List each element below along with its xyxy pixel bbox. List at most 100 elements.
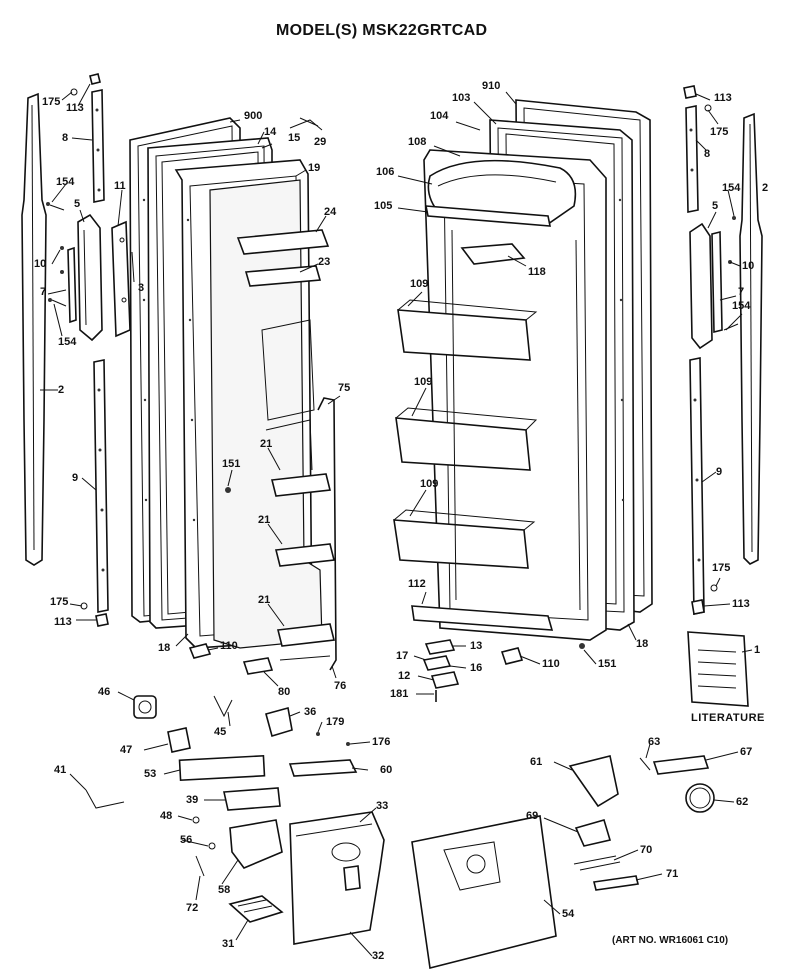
callout-label: 113 — [54, 616, 72, 628]
callout-label: 58 — [218, 884, 231, 896]
callout-label: 12 — [398, 670, 411, 682]
callout-label: 179 — [326, 716, 345, 728]
callout-label: 69 — [526, 810, 539, 822]
callout-label: 2 — [762, 182, 769, 194]
callout-label: 24 — [324, 206, 337, 218]
callout-label: 76 — [334, 680, 347, 692]
callout-label: 104 — [430, 110, 449, 122]
callout-label: 105 — [374, 200, 393, 212]
literature-label: LITERATURE — [691, 712, 765, 724]
literature-booklet-1 — [687, 631, 749, 707]
callout-label: 32 — [372, 950, 385, 962]
callout-label: 48 — [160, 810, 173, 822]
callout-label: 181 — [390, 688, 409, 700]
callout-label: 21 — [258, 594, 271, 606]
callout-label: 21 — [258, 514, 271, 526]
callout-label: 118 — [528, 266, 546, 278]
callout-label: 108 — [408, 136, 427, 148]
dispenser-parts — [85, 695, 715, 969]
callout-label: 39 — [186, 794, 199, 806]
callout-label: 7 — [40, 286, 47, 298]
callout-label: 70 — [640, 844, 653, 856]
callout-label: 110 — [220, 640, 238, 652]
callout-label: 18 — [636, 638, 649, 650]
callout-label: 113 — [732, 598, 750, 610]
callout-label: 46 — [98, 686, 111, 698]
callout-label: 15 — [288, 132, 301, 144]
callout-label: 176 — [372, 736, 391, 748]
callout-label: 8 — [704, 148, 711, 160]
callout-label: 63 — [648, 736, 661, 748]
callout-label: 62 — [736, 796, 749, 808]
left-handle-bar-8 — [70, 73, 105, 203]
callout-label: 16 — [470, 662, 483, 674]
callout-label: 9 — [72, 472, 79, 484]
callout-label: 45 — [214, 726, 227, 738]
callout-label: 154 — [722, 182, 741, 194]
callout-label: 113 — [66, 102, 84, 114]
callout-label: 53 — [144, 768, 157, 780]
callout-label: 175 — [712, 562, 731, 574]
callout-label: 110 — [542, 658, 560, 670]
callout-label: 151 — [598, 658, 617, 670]
freezer-door-assembly — [129, 117, 337, 675]
callout-label: 9 — [716, 466, 723, 478]
callout-label: 72 — [186, 902, 199, 914]
callout-label: 33 — [376, 800, 389, 812]
callout-label: 113 — [714, 92, 732, 104]
callout-label: 56 — [180, 834, 193, 846]
callout-label: 10 — [34, 258, 47, 270]
callout-label: 29 — [314, 136, 327, 148]
art-number: (ART NO. WR16061 C10) — [612, 935, 729, 946]
callout-label: 17 — [396, 650, 409, 662]
callout-label: 103 — [452, 92, 471, 104]
callout-label: 19 — [308, 162, 321, 174]
page-title: MODEL(S) MSK22GRTCAD — [276, 22, 488, 39]
callout-label: 154 — [732, 300, 751, 312]
callout-label: 80 — [278, 686, 291, 698]
callout-label: 18 — [158, 642, 171, 654]
callout-label: 910 — [482, 80, 501, 92]
right-door-trims — [683, 85, 763, 615]
callout-label: 106 — [376, 166, 395, 178]
callout-label: 5 — [74, 198, 81, 210]
callout-label: 154 — [58, 336, 77, 348]
callout-label: 154 — [56, 176, 75, 188]
callout-label: 31 — [222, 938, 235, 950]
callout-label: 67 — [740, 746, 753, 758]
hinge-small-parts — [422, 639, 460, 702]
callout-label: 13 — [470, 640, 483, 652]
callout-label: 21 — [260, 438, 273, 450]
callout-label: 151 — [222, 458, 241, 470]
callout-label: 1 — [754, 644, 761, 656]
callout-label: 109 — [410, 278, 429, 290]
callout-label: 61 — [530, 756, 543, 768]
callout-label: 54 — [562, 908, 575, 920]
callout-label: 7 — [738, 286, 745, 298]
left-handle-5 — [46, 202, 103, 342]
callout-label: 109 — [420, 478, 439, 490]
callout-label: 71 — [666, 868, 679, 880]
callout-leader-lines — [40, 83, 753, 957]
callout-label: 109 — [414, 376, 433, 388]
callout-label: 75 — [338, 382, 351, 394]
callout-label: 23 — [318, 256, 331, 268]
callout-label: 11 — [114, 180, 126, 192]
callout-label: 36 — [304, 706, 317, 718]
callout-label: 60 — [380, 764, 393, 776]
callout-label: 3 — [138, 282, 145, 294]
left-door-trim-2 — [21, 92, 47, 566]
fresh-food-door-assembly — [393, 99, 653, 665]
callout-label: 900 — [244, 110, 263, 122]
callout-label: 175 — [42, 96, 61, 108]
callout-label: 14 — [264, 126, 277, 138]
callout-label: 41 — [54, 764, 67, 776]
callout-label: 5 — [712, 200, 719, 212]
callout-label: 2 — [58, 384, 65, 396]
left-lower-trim-9 — [80, 359, 109, 627]
callout-label: 112 — [408, 578, 426, 590]
callout-label: 8 — [62, 132, 69, 144]
callout-label: 10 — [742, 260, 755, 272]
